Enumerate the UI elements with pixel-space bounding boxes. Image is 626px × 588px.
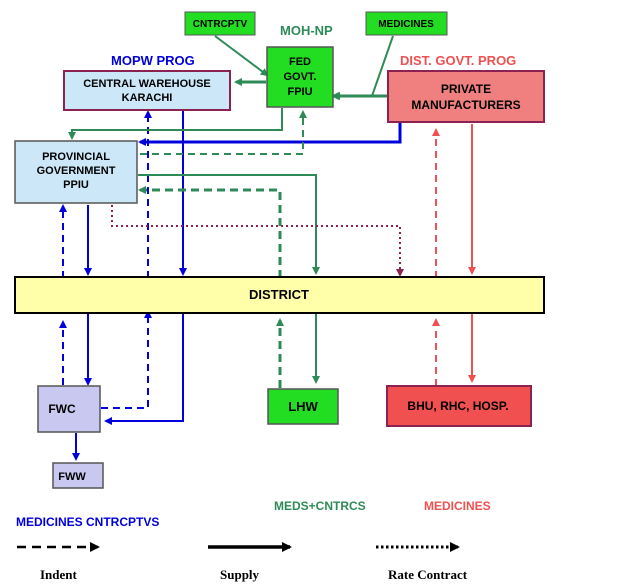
legend-medicines-cntrcptvs: MEDICINES CNTRCPTVS bbox=[16, 515, 159, 529]
fww-label: FWW bbox=[58, 471, 86, 483]
arrow-cntrcptv-to-fpiu bbox=[214, 35, 269, 77]
fed-line1: FED bbox=[289, 56, 311, 68]
arrow-pm-to-pg bbox=[138, 118, 402, 146]
legend-meds-cntrcs: MEDS+CNTRCS bbox=[274, 499, 366, 513]
legend-medicines: MEDICINES bbox=[424, 499, 491, 513]
lhw-box: LHW bbox=[267, 388, 339, 425]
private-manufacturers-box: PRIVATE MANUFACTURERS bbox=[387, 70, 545, 123]
cntrcptv-label: CNTRCPTV bbox=[193, 19, 248, 30]
district-label: DISTRICT bbox=[249, 287, 309, 302]
arrow-pg-to-fpiu-indent bbox=[140, 110, 307, 155]
pm-line2: MANUFACTURERS bbox=[411, 98, 520, 112]
arrow-district-indent-to-pg bbox=[138, 186, 282, 278]
pg-line1: PROVINCIAL bbox=[42, 151, 110, 163]
fww-box: FWW bbox=[52, 462, 104, 489]
arrow-cw-to-fwc bbox=[104, 312, 184, 425]
bhu-box: BHU, RHC, HOSP. bbox=[386, 385, 532, 427]
moh-np-heading: MOH-NP bbox=[280, 23, 333, 38]
arrow-rate-contract bbox=[111, 205, 404, 277]
mopw-prog-heading: MOPW PROG bbox=[111, 53, 195, 68]
fed-govt-fpiu-box: FED GOVT. FPIU bbox=[266, 46, 334, 108]
pm-line1: PRIVATE bbox=[441, 82, 491, 96]
dist-govt-prog-heading: DIST. GOVT. PROG bbox=[400, 53, 516, 68]
arrow-fwc-to-cw-indent bbox=[101, 310, 152, 409]
arrow-fpiu-to-pg bbox=[68, 108, 283, 140]
legend-supply-label: Supply bbox=[220, 567, 260, 582]
central-warehouse-box: CENTRAL WAREHOUSE KARACHI bbox=[63, 70, 231, 111]
arrow-medicines-to-fpiu bbox=[331, 35, 394, 100]
district-box: DISTRICT bbox=[14, 276, 545, 314]
cw-line2: KARACHI bbox=[122, 92, 173, 104]
legend-indent-label: Indent bbox=[40, 567, 78, 582]
provincial-government-box: PROVINCIAL GOVERNMENT PPIU bbox=[14, 140, 138, 204]
fwc-label: FWC bbox=[48, 402, 76, 416]
fed-line2: GOVT. bbox=[283, 71, 316, 83]
pg-line2: GOVERNMENT bbox=[37, 165, 116, 177]
cw-line1: CENTRAL WAREHOUSE bbox=[83, 78, 211, 90]
legend-rate-contract-label: Rate Contract bbox=[388, 567, 468, 582]
medicines-top-label: MEDICINES bbox=[378, 19, 434, 30]
cntrcptv-box: CNTRCPTV bbox=[184, 11, 256, 36]
lhw-label: LHW bbox=[288, 399, 318, 414]
arrow-pg-supply-to-district bbox=[138, 174, 320, 275]
fed-line3: FPIU bbox=[287, 86, 312, 98]
medicines-top-box: MEDICINES bbox=[365, 11, 448, 36]
fwc-box: FWC bbox=[37, 385, 101, 433]
bhu-label: BHU, RHC, HOSP. bbox=[407, 399, 508, 413]
pg-line3: PPIU bbox=[63, 179, 89, 191]
